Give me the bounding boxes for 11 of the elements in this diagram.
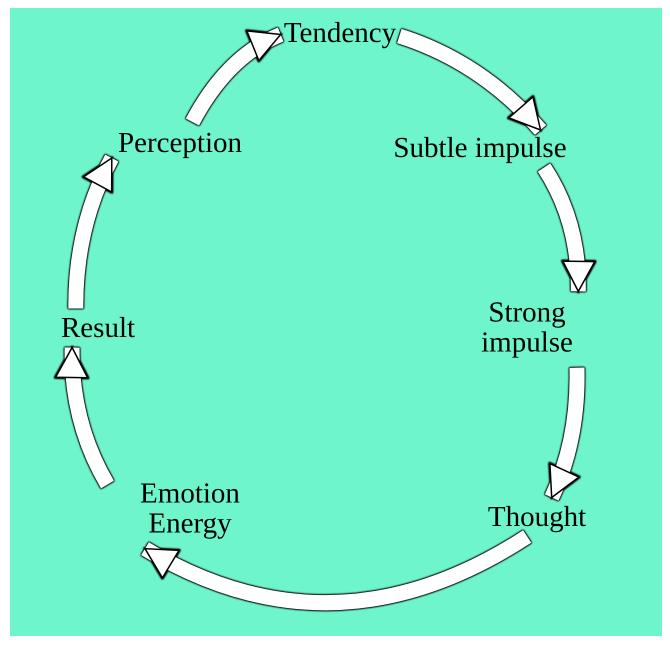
cycle-stage-label: Strong impulse bbox=[460, 298, 594, 358]
block-arrow bbox=[68, 154, 118, 309]
block-arrow bbox=[544, 368, 585, 501]
block-arrow bbox=[141, 530, 532, 610]
cycle-stage-label: Subtle impulse bbox=[393, 132, 567, 164]
block-arrow bbox=[56, 346, 114, 488]
cycle-stage-label: Result bbox=[60, 312, 136, 344]
cycle-stage-label: Tendency bbox=[284, 18, 396, 48]
cycle-stage-label: Thought bbox=[488, 502, 586, 532]
cycle-stage-label: Perception bbox=[118, 128, 242, 158]
cycle-stage-label: Emotion Energy bbox=[115, 478, 265, 540]
